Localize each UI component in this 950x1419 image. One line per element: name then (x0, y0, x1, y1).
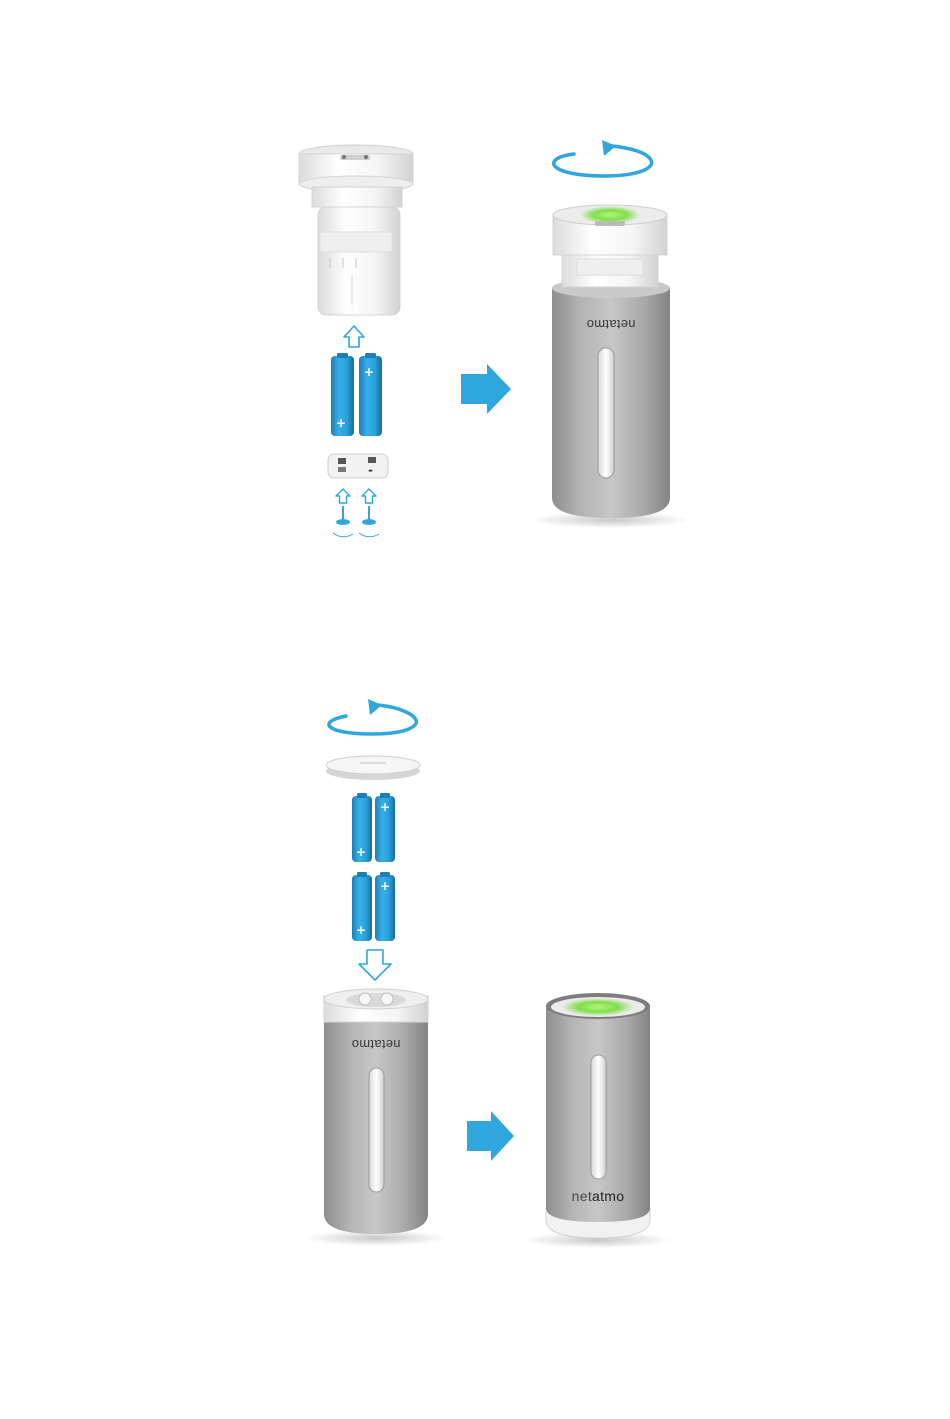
battery-plus-mark: + (356, 845, 366, 859)
status-led-glow (562, 998, 634, 1016)
indoor-module-open: netatmo (306, 989, 446, 1246)
arrow-right-icon (461, 364, 511, 414)
brand-logo-text: netatmo (586, 317, 635, 332)
screwdriver-turn-icon (333, 533, 379, 537)
battery-pair-outdoor: + + (331, 353, 382, 436)
battery-aa: + (359, 353, 382, 436)
battery-stack-indoor: + + + + (352, 793, 395, 941)
brand-logo-text: netatmo (351, 1037, 400, 1052)
battery-plus-mark: + (380, 879, 390, 893)
battery-cover-plate: - (328, 454, 388, 478)
outdoor-module-cap-exploded (299, 145, 413, 315)
battery-plus-mark: + (380, 800, 390, 814)
indoor-module-bottom-cap (326, 756, 420, 780)
rotate-arrow-icon (554, 140, 652, 176)
indoor-module-assembled: netatmo (524, 993, 672, 1248)
arrow-up-icon (336, 489, 350, 503)
sensor-window-slot (598, 348, 614, 478)
battery-aaa: + (375, 872, 395, 941)
arrow-up-icon (344, 326, 364, 347)
battery-plus-mark: + (364, 365, 374, 379)
outdoor-module-assembled: netatmo (531, 205, 691, 528)
rotate-arrow-icon (329, 699, 416, 734)
battery-minus-mark: - (368, 463, 373, 477)
brand-logo-text: netatmo (572, 1188, 625, 1204)
screw-icon (336, 506, 350, 525)
battery-aaa: + (375, 793, 395, 862)
battery-plus-mark: + (356, 923, 366, 937)
arrow-down-icon (359, 950, 391, 980)
arrow-right-icon (467, 1111, 514, 1161)
contact-plate-icon (340, 155, 370, 160)
battery-aa: + (331, 353, 354, 436)
sensor-window-slot (591, 1055, 606, 1179)
arrow-up-icon (362, 489, 376, 503)
battery-aaa: + (352, 872, 372, 941)
sensor-window-slot (369, 1068, 384, 1192)
battery-aaa: + (352, 793, 372, 862)
screw-icon (362, 506, 376, 525)
battery-plus-mark: + (336, 416, 346, 430)
